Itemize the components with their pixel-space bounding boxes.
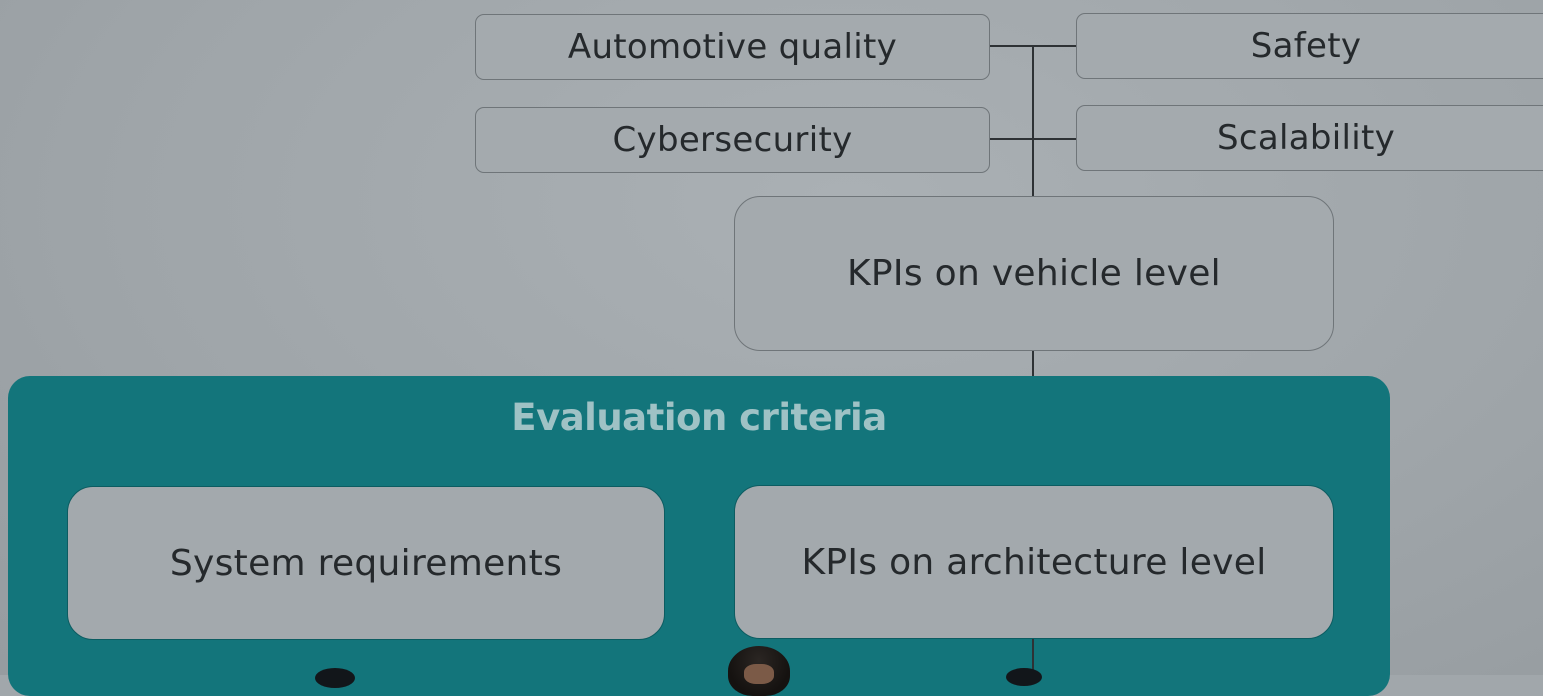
box-scalability-label: Scalability bbox=[1216, 118, 1396, 158]
box-kpis-vehicle-level: KPIs on vehicle level bbox=[734, 196, 1334, 351]
box-kpis-vehicle-level-label: KPIs on vehicle level bbox=[847, 253, 1221, 294]
box-safety: Safety bbox=[1076, 13, 1543, 79]
box-automotive-quality-label: Automotive quality bbox=[567, 27, 898, 67]
evaluation-criteria-title: Evaluation criteria bbox=[511, 396, 887, 439]
box-system-requirements-label: System requirements bbox=[169, 542, 563, 584]
person-face bbox=[744, 664, 774, 684]
box-kpis-architecture-level: KPIs on architecture level bbox=[734, 485, 1334, 639]
box-safety-label: Safety bbox=[1250, 26, 1362, 66]
connector-top-vertical bbox=[1032, 45, 1034, 196]
box-system-requirements: System requirements bbox=[67, 486, 665, 640]
partial-shape-left bbox=[315, 668, 355, 688]
partial-shape-right bbox=[1006, 668, 1042, 686]
box-automotive-quality: Automotive quality bbox=[475, 14, 990, 80]
box-kpis-architecture-level-label: KPIs on architecture level bbox=[801, 541, 1267, 583]
box-cybersecurity-label: Cybersecurity bbox=[612, 120, 853, 160]
connector-architecture-down bbox=[1032, 639, 1034, 675]
box-cybersecurity: Cybersecurity bbox=[475, 107, 990, 173]
box-scalability: Scalability bbox=[1076, 105, 1543, 171]
